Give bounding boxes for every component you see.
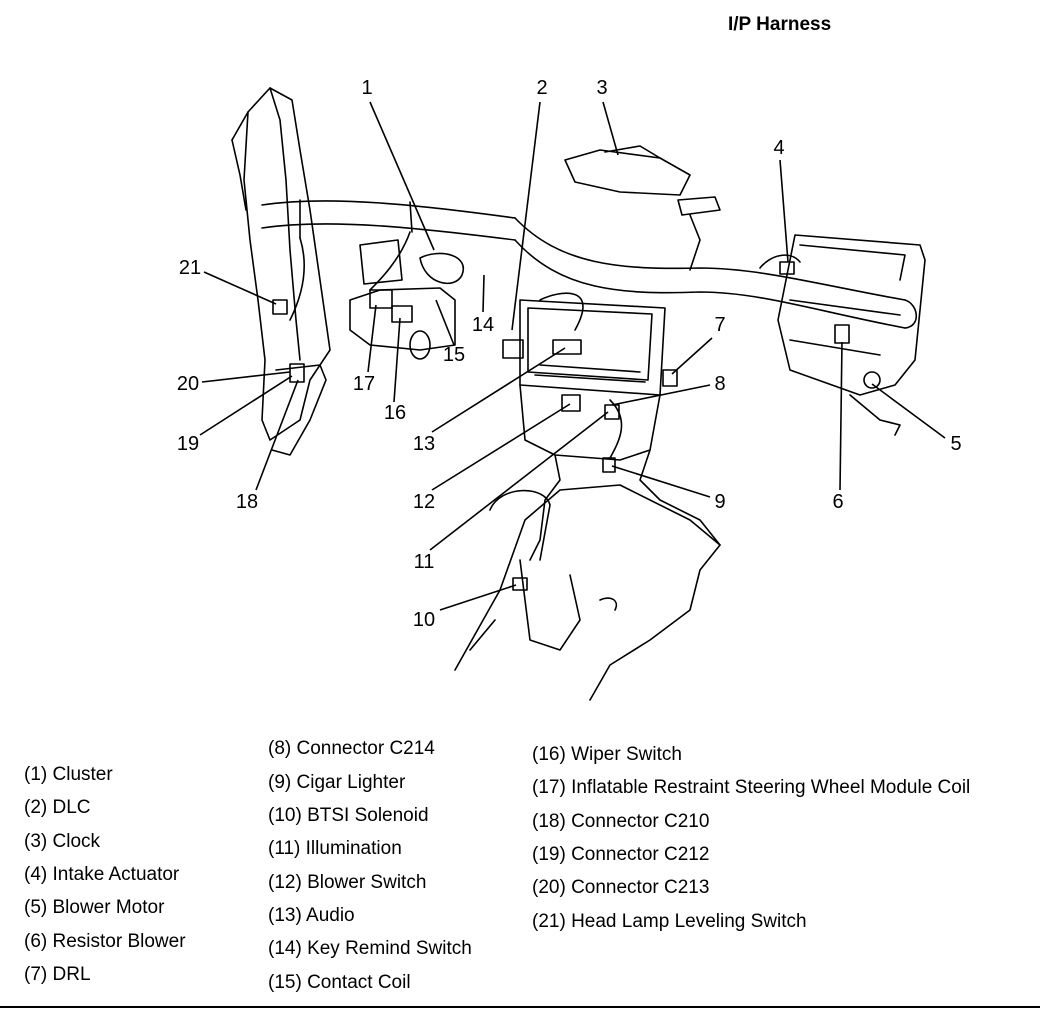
legend-item: (5) Blower Motor	[24, 897, 165, 918]
floor-tunnel	[454, 484, 721, 701]
legend-item: (9) Cigar Lighter	[268, 772, 406, 793]
callout-6: 6	[832, 491, 844, 513]
callout-3: 3	[596, 77, 608, 99]
legend-item: (7) DRL	[24, 964, 91, 985]
callout-15: 15	[442, 344, 466, 366]
callout-13: 13	[412, 433, 436, 455]
callout-12: 12	[412, 491, 436, 513]
diagram-title: I/P Harness	[728, 14, 832, 35]
bottom-divider	[0, 1006, 1040, 1008]
legend-item: (11) Illumination	[268, 838, 402, 859]
legend-item: (13) Audio	[268, 905, 355, 926]
callout-2: 2	[536, 77, 548, 99]
callout-20: 20	[176, 373, 200, 395]
callout-19: 19	[176, 433, 200, 455]
small-connectors	[272, 261, 795, 591]
legend-item: (8) Connector C214	[268, 738, 435, 759]
callout-1: 1	[361, 77, 373, 99]
callout-10: 10	[412, 609, 436, 631]
legend-item: (14) Key Remind Switch	[268, 938, 472, 959]
left-pillar-bracket	[231, 87, 331, 456]
legend-item: (20) Connector C213	[532, 877, 710, 898]
legend-item: (16) Wiper Switch	[532, 744, 682, 765]
legend-item: (4) Intake Actuator	[24, 864, 180, 885]
callout-14: 14	[471, 314, 495, 336]
callout-7: 7	[714, 314, 726, 336]
steering-column-components	[349, 239, 465, 360]
main-harness-tube	[261, 199, 918, 329]
legend-item: (15) Contact Coil	[268, 972, 411, 993]
legend-item: (18) Connector C210	[532, 811, 710, 832]
callout-21: 21	[178, 257, 202, 279]
callout-4: 4	[773, 137, 785, 159]
callout-17: 17	[352, 373, 376, 395]
legend-item: (1) Cluster	[24, 764, 113, 785]
branch-wires	[289, 231, 801, 459]
callout-5: 5	[950, 433, 962, 455]
legend-item: (17) Inflatable Restraint Steering Wheel…	[532, 777, 971, 798]
legend-item: (2) DLC	[24, 797, 91, 818]
legend-item: (6) Resistor Blower	[24, 931, 186, 952]
callout-8: 8	[714, 373, 726, 395]
callout-18: 18	[235, 491, 259, 513]
legend-item: (3) Clock	[24, 831, 101, 852]
harness-drawing	[199, 87, 946, 701]
clock-module	[564, 145, 721, 271]
legend-item: (12) Blower Switch	[268, 872, 427, 893]
hvac-module	[777, 234, 926, 436]
legend-item: (10) BTSI Solenoid	[268, 805, 429, 826]
legend-item: (19) Connector C212	[532, 844, 710, 865]
callout-11: 11	[413, 551, 435, 573]
callout-16: 16	[383, 402, 407, 424]
callout-9: 9	[714, 491, 726, 513]
legend-item: (21) Head Lamp Leveling Switch	[532, 911, 807, 932]
